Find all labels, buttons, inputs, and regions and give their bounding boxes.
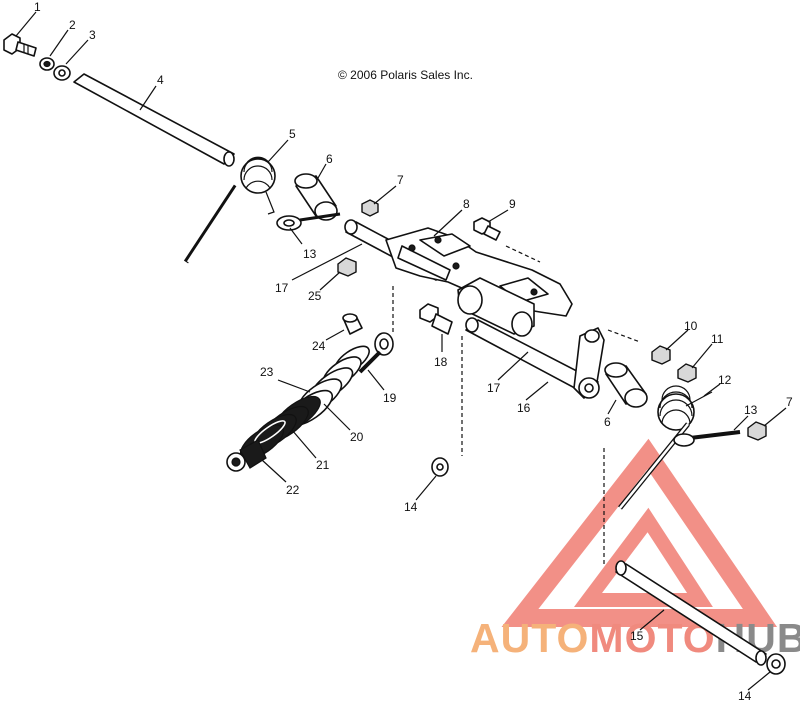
part-13-bolt-upper [276,212,341,231]
callout-20: 20 [350,430,364,444]
callout-9: 9 [509,197,516,211]
callout-11: 11 [711,332,724,346]
callout-25: 25 [308,289,322,303]
callout-12: 12 [718,373,732,387]
part-4-tube [73,73,235,167]
callout-labels: 1 2 3 4 5 6 7 8 9 13 17 25 24 18 23 19 2… [34,0,793,702]
callout-7-lower: 7 [786,395,793,409]
callout-19: 19 [383,391,397,405]
watermark-logo: AUTOMOTOHUB [470,438,800,661]
part-14-washer-upper [431,457,449,477]
callout-15: 15 [630,629,644,643]
part-11-nut [677,363,697,383]
callout-10: 10 [684,319,698,333]
callout-13-upper: 13 [303,247,317,261]
watermark-outer-triangle [501,438,778,627]
part-13-bolt-lower [673,430,741,447]
copyright-notice: © 2006 Polaris Sales Inc. [338,68,473,82]
part-22-shock-eye [226,439,267,472]
watermark-auto: AUTO [470,615,589,661]
part-9-bolt [473,217,501,241]
part-5-spring [183,156,276,264]
part-1-bolt [3,33,37,57]
callout-16: 16 [517,401,531,415]
part-3-washer [53,65,71,81]
part-24-bushing [342,313,363,335]
callout-6-upper: 6 [326,152,333,166]
watermark-inner-triangle [574,507,713,607]
part-6-bushing-upper [294,173,338,221]
part-17-crossbar-lower [465,317,599,395]
callout-13-lower: 13 [744,403,758,417]
part-8-bracket [385,227,573,337]
callout-leaders [15,11,787,691]
callout-23: 23 [260,365,274,379]
part-15-tube [615,560,767,666]
callout-14-lower: 14 [738,689,752,702]
part-10-nut [651,345,671,365]
callout-17-lower: 17 [487,381,501,395]
part-7-nut-lower [747,421,767,441]
callout-1: 1 [34,0,41,14]
part-2-washer [39,57,55,71]
callout-2: 2 [69,18,76,32]
callout-24: 24 [312,339,326,353]
callout-14-upper: 14 [404,500,418,514]
part-25-nut [337,257,357,277]
callout-6-lower: 6 [604,415,611,429]
part-16-arm [573,327,605,399]
callout-21: 21 [316,458,330,472]
shock-absorber-assembly [226,332,394,472]
callout-8: 8 [463,197,470,211]
callout-5: 5 [289,127,296,141]
assembly-guide-lines [392,245,641,566]
callout-4: 4 [157,73,164,87]
part-6-bushing-lower [604,362,648,408]
part-14-washer-lower [766,653,786,675]
callout-3: 3 [89,28,96,42]
callout-7-upper: 7 [397,173,404,187]
callout-18: 18 [434,355,448,369]
callout-22: 22 [286,483,300,497]
part-18-bolt [419,303,453,335]
callout-17-upper: 17 [275,281,289,295]
